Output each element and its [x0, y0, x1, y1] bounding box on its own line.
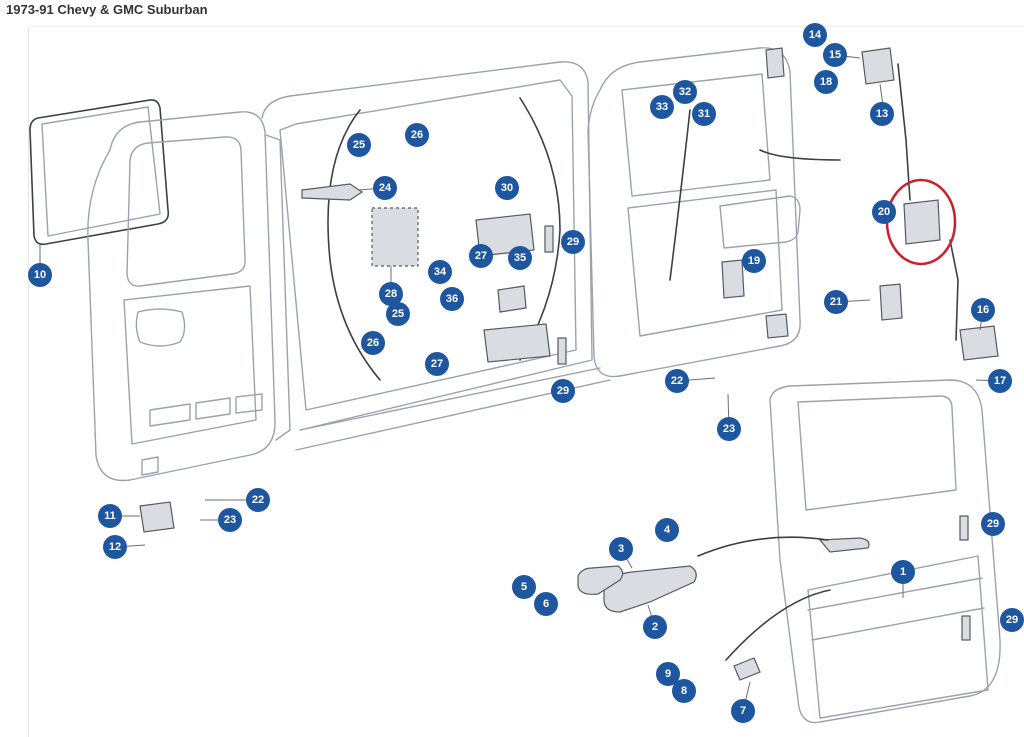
callout-25-top: 25 [347, 133, 371, 157]
svg-text:23: 23 [224, 514, 236, 526]
left-rear-door-drawing [87, 111, 291, 482]
callout-26-mid: 26 [361, 331, 385, 355]
svg-text:31: 31 [698, 108, 710, 120]
callout-12: 12 [103, 535, 127, 559]
callout-3: 3 [609, 537, 633, 561]
svg-text:3: 3 [618, 543, 624, 555]
callout-27-top: 27 [469, 244, 493, 268]
svg-text:35: 35 [514, 252, 526, 264]
svg-text:22: 22 [252, 494, 264, 506]
callout-24: 24 [373, 176, 397, 200]
right-rear-door-drawing [587, 47, 841, 378]
svg-text:36: 36 [446, 293, 458, 305]
svg-text:20: 20 [878, 206, 890, 218]
svg-text:17: 17 [994, 375, 1006, 387]
svg-text:30: 30 [501, 182, 513, 194]
svg-text:29: 29 [567, 236, 579, 248]
svg-text:18: 18 [820, 76, 832, 88]
svg-text:19: 19 [748, 255, 760, 267]
callout-29-top: 29 [561, 230, 585, 254]
callout-4: 4 [655, 518, 679, 542]
callout-33: 33 [650, 95, 674, 119]
callout-23-left: 23 [218, 508, 242, 532]
svg-text:6: 6 [543, 598, 549, 610]
callout-15: 15 [823, 43, 847, 67]
callout-29-right-lower: 29 [1000, 608, 1024, 632]
svg-text:26: 26 [367, 337, 379, 349]
svg-text:32: 32 [679, 86, 691, 98]
body-opening-drawing [261, 61, 611, 451]
callout-18: 18 [814, 70, 838, 94]
callout-5: 5 [512, 575, 536, 599]
svg-text:1: 1 [900, 566, 906, 578]
page-title: 1973-91 Chevy & GMC Suburban [6, 2, 208, 17]
callout-7: 7 [731, 699, 755, 723]
callout-30: 30 [495, 176, 519, 200]
svg-text:29: 29 [987, 518, 999, 530]
svg-text:16: 16 [977, 304, 989, 316]
svg-text:27: 27 [475, 250, 487, 262]
callout-6: 6 [534, 592, 558, 616]
callout-31: 31 [692, 102, 716, 126]
callout-25-mid: 25 [386, 302, 410, 326]
svg-text:12: 12 [109, 541, 121, 553]
svg-text:25: 25 [353, 139, 365, 151]
callout-32: 32 [673, 80, 697, 104]
svg-text:26: 26 [411, 129, 423, 141]
callout-27-bottom: 27 [425, 352, 449, 376]
side-door-drawing [769, 379, 1001, 724]
svg-text:14: 14 [809, 29, 822, 41]
svg-text:25: 25 [392, 308, 404, 320]
svg-text:24: 24 [379, 182, 392, 194]
svg-text:4: 4 [664, 524, 671, 536]
svg-text:23: 23 [723, 423, 735, 435]
callout-17: 17 [988, 369, 1012, 393]
callout-1: 1 [891, 560, 915, 584]
svg-text:9: 9 [665, 668, 671, 680]
svg-text:13: 13 [876, 108, 888, 120]
svg-text:34: 34 [434, 266, 447, 278]
svg-text:10: 10 [34, 269, 46, 281]
hardware-parts [139, 47, 999, 681]
callout-29-lower: 29 [551, 379, 575, 403]
callout-34: 34 [428, 260, 452, 284]
callout-16: 16 [971, 298, 995, 322]
callout-22-left: 22 [246, 488, 270, 512]
callout-11: 11 [98, 504, 122, 528]
callout-19: 19 [742, 249, 766, 273]
svg-text:27: 27 [431, 358, 443, 370]
callout-13: 13 [870, 102, 894, 126]
callout-36: 36 [440, 287, 464, 311]
callout-21: 21 [824, 290, 848, 314]
svg-text:8: 8 [681, 685, 687, 697]
svg-text:33: 33 [656, 101, 668, 113]
svg-text:22: 22 [671, 375, 683, 387]
svg-text:5: 5 [521, 581, 527, 593]
callout-29-right-upper: 29 [981, 512, 1005, 536]
callout-20: 20 [872, 200, 896, 224]
callout-35: 35 [508, 246, 532, 270]
svg-text:11: 11 [104, 510, 116, 522]
callout-8: 8 [672, 679, 696, 703]
callout-23-right: 23 [717, 417, 741, 441]
diagram-frame [28, 26, 1024, 737]
callout-10: 10 [28, 263, 52, 287]
svg-text:2: 2 [652, 621, 658, 633]
svg-text:21: 21 [830, 296, 842, 308]
window-seal-drawing [29, 99, 170, 246]
svg-text:29: 29 [557, 385, 569, 397]
callout-28: 28 [379, 282, 403, 306]
svg-text:29: 29 [1006, 614, 1018, 626]
callout-9: 9 [656, 662, 680, 686]
callout-22-right: 22 [665, 369, 689, 393]
callout-26-top: 26 [405, 123, 429, 147]
callout-2: 2 [643, 615, 667, 639]
svg-text:15: 15 [829, 49, 841, 61]
svg-text:7: 7 [740, 705, 746, 717]
svg-text:28: 28 [385, 288, 397, 300]
callout-14: 14 [803, 23, 827, 47]
